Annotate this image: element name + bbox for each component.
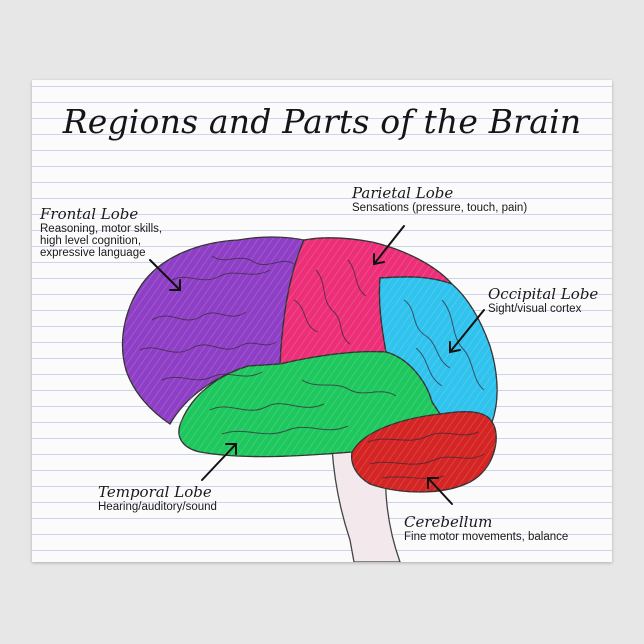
diagram-title: Regions and Parts of the Brain [62, 102, 582, 141]
arrow-cerebellum [427, 477, 453, 505]
frontal-lobe-label: Frontal Lobe Reasoning, motor skills, hi… [40, 205, 163, 260]
parietal-lobe-description: Sensations (pressure, touch, pain) [352, 202, 528, 214]
cerebellum-name: Cerebellum [404, 513, 493, 531]
frontal-lobe-name: Frontal Lobe [40, 205, 139, 223]
arrow-temporal [201, 443, 237, 481]
cerebellum-label: Cerebellum Fine motor movements, balance [404, 513, 569, 544]
arrow-occipital [449, 309, 485, 353]
arrow-parietal-head [373, 253, 385, 266]
arrow-frontal [149, 259, 181, 291]
sketch-hatching [122, 237, 498, 492]
brain-illustration [121, 225, 498, 562]
arrow-temporal-head [225, 443, 237, 455]
temporal-lobe-label: Temporal Lobe Hearing/auditory/sound [98, 483, 217, 514]
label-arrows [149, 225, 485, 505]
parietal-lobe-name: Parietal Lobe [352, 184, 454, 202]
parietal-lobe-label: Parietal Lobe Sensations (pressure, touc… [352, 184, 528, 215]
diagram-poster: Regions and Parts of the Brain [32, 80, 612, 562]
temporal-lobe-name: Temporal Lobe [98, 483, 212, 501]
frontal-lobe-description: Reasoning, motor skills, high level cogn… [40, 223, 163, 259]
arrow-cerebellum-head [427, 477, 439, 489]
occipital-lobe-description: Sight/visual cortex [488, 303, 582, 315]
arrow-frontal-head [169, 279, 181, 291]
occipital-lobe-label: Occipital Lobe Sight/visual cortex [488, 285, 599, 316]
arrow-parietal [373, 225, 405, 265]
temporal-lobe-description: Hearing/auditory/sound [98, 501, 217, 513]
brain-folds [139, 255, 485, 479]
arrow-occipital-head [449, 341, 461, 354]
occipital-lobe-name: Occipital Lobe [488, 285, 599, 303]
cerebellum-description: Fine motor movements, balance [404, 531, 569, 543]
